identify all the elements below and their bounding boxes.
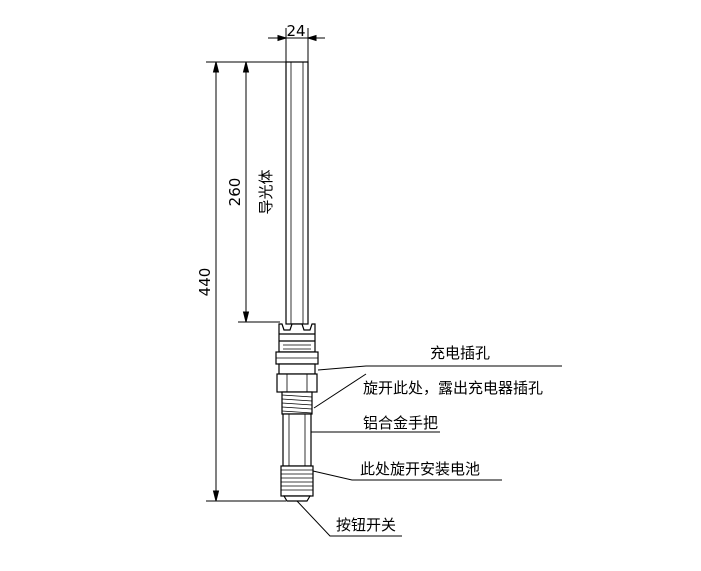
charging-port-label: 充电插孔 — [430, 344, 490, 362]
battery-note-label: 此处旋开安装电池 — [360, 460, 480, 478]
light-guide-tube — [285, 61, 309, 325]
dimension-top-width — [268, 28, 325, 62]
head-clamp — [278, 323, 316, 353]
dimension-light-guide-length — [238, 61, 280, 323]
dimension-total-length-label: 440 — [196, 268, 214, 297]
torch-body — [275, 61, 319, 502]
battery-cap — [280, 465, 314, 497]
button-switch-label: 按钮开关 — [336, 516, 396, 534]
handle-label: 铝合金手把 — [363, 414, 438, 432]
tail-button — [282, 495, 312, 502]
nut — [276, 373, 318, 393]
dimension-light-guide-length-label: 260 — [226, 178, 244, 207]
aluminium-handle — [282, 413, 312, 467]
unscrew-note-label: 旋开此处，露出充电器插孔 — [363, 379, 543, 397]
light-guide-label: 导光体 — [257, 169, 275, 214]
dimension-total-length — [206, 61, 286, 502]
leader-lines — [296, 365, 562, 537]
dimension-top-width-label: 24 — [286, 22, 305, 40]
